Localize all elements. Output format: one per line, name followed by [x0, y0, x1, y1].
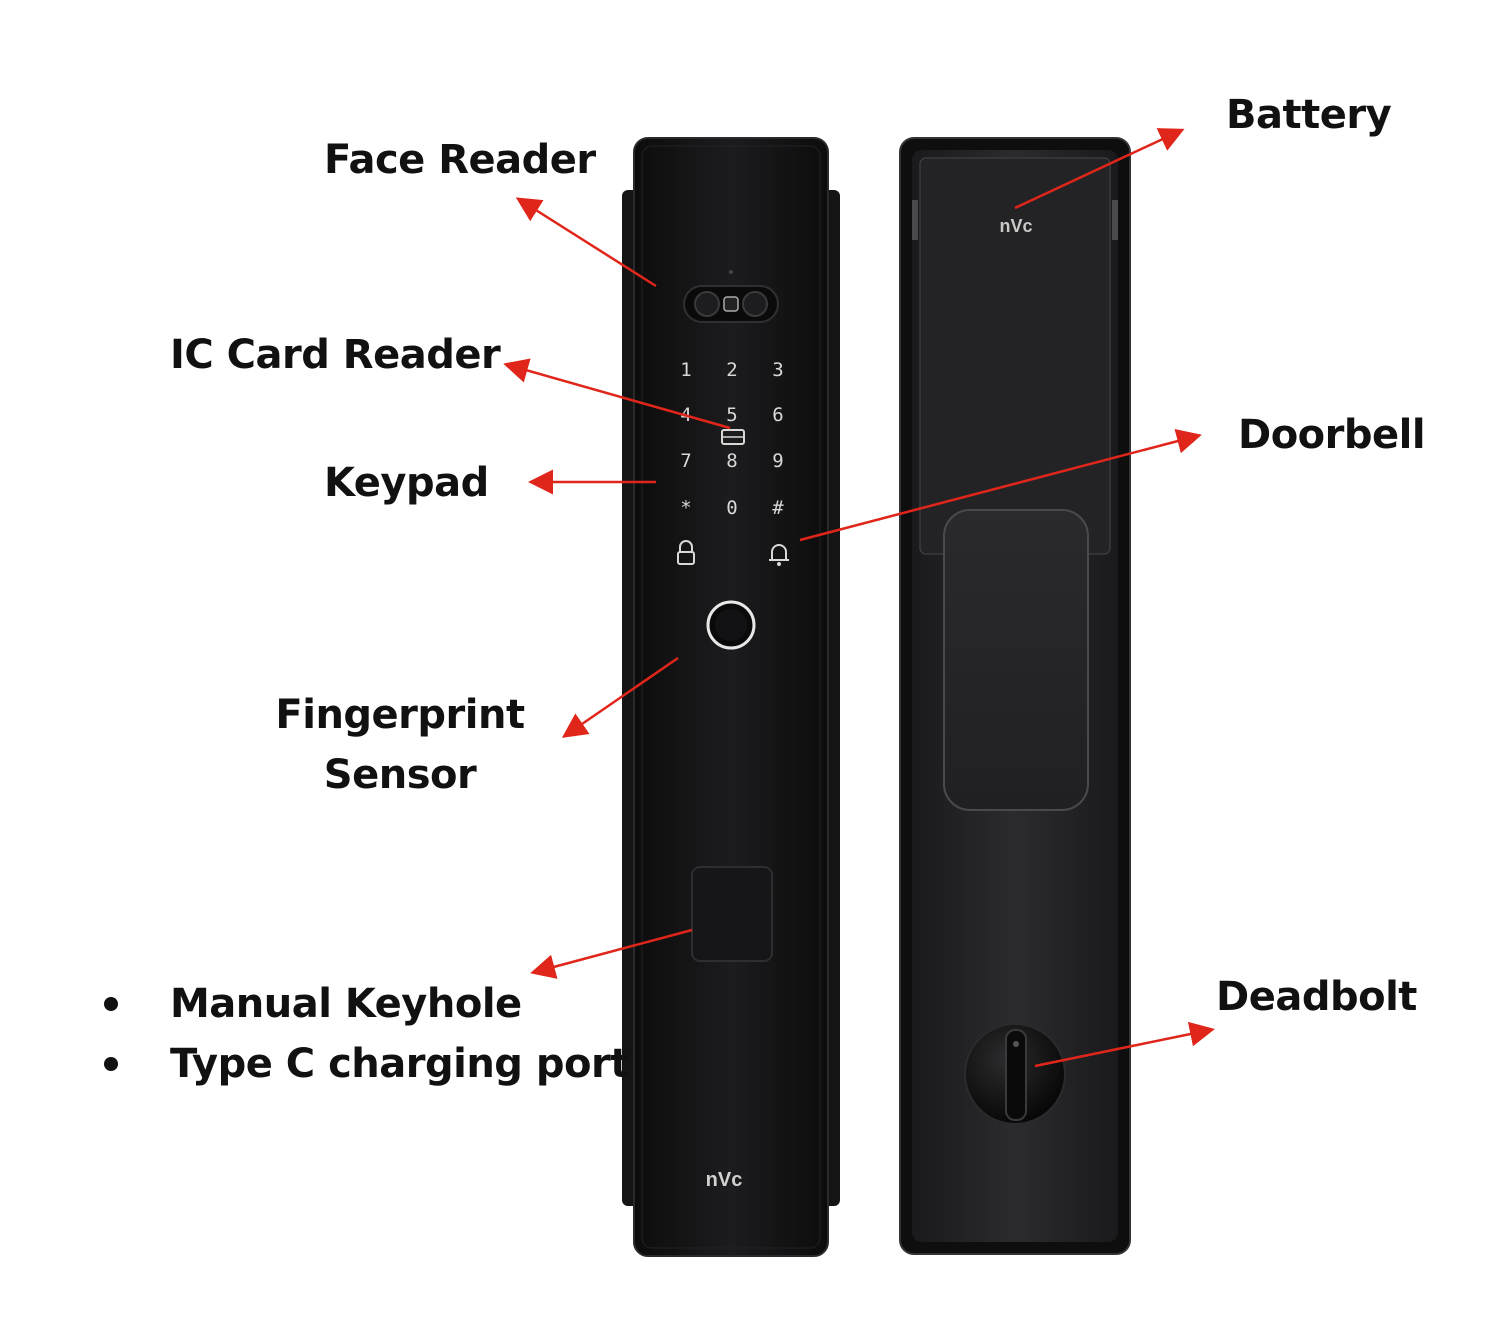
face-camera-icon	[683, 270, 779, 323]
keypad-key[interactable]: 3	[772, 359, 783, 381]
keypad-key[interactable]: 2	[726, 359, 737, 381]
keypad-key[interactable]: 7	[680, 450, 691, 472]
keypad-key[interactable]: *	[680, 497, 691, 519]
fingerprint-sensor-icon[interactable]	[706, 600, 756, 650]
bullet-dot	[104, 1057, 118, 1071]
keypad-key[interactable]: 6	[772, 404, 783, 426]
keyhole-cover[interactable]	[691, 866, 773, 962]
brand-logo-front: nVc	[706, 1169, 743, 1191]
bullet-type-c-port: Type C charging port	[100, 1042, 629, 1102]
label-face-reader: Face Reader	[324, 137, 596, 183]
bullet-text: Type C charging port	[170, 1041, 629, 1087]
arrow-battery	[1014, 128, 1185, 210]
label-battery: Battery	[1226, 92, 1392, 138]
battery-cover[interactable]	[912, 157, 1118, 555]
lock-key-icon[interactable]	[677, 540, 695, 565]
keypad-key[interactable]: 9	[772, 450, 783, 472]
arrow-deadbolt	[1034, 1021, 1215, 1068]
door-handle[interactable]	[943, 509, 1089, 811]
doorbell-icon[interactable]	[769, 544, 789, 566]
label-deadbolt: Deadbolt	[1216, 974, 1417, 1020]
arrow-face-reader	[515, 197, 657, 288]
keypad-key[interactable]: #	[772, 497, 784, 519]
deadbolt-knob[interactable]	[964, 1023, 1066, 1125]
label-doorbell: Doorbell	[1238, 412, 1426, 458]
arrow-ic-card	[503, 358, 731, 430]
keypad-key[interactable]: 8	[726, 450, 737, 472]
feature-bullet-list: Manual Keyhole Type C charging port	[100, 982, 629, 1102]
arrow-keyhole	[530, 928, 693, 979]
arrow-doorbell	[799, 428, 1202, 542]
arrow-fingerprint	[561, 656, 679, 738]
label-fingerprint-line1: Fingerprint	[275, 692, 525, 738]
bullet-dot	[104, 997, 118, 1011]
callout-arrows	[503, 128, 1215, 1068]
label-fingerprint-line2: Sensor	[323, 752, 477, 798]
keypad-key[interactable]: 1	[680, 359, 691, 381]
label-keypad: Keypad	[324, 460, 489, 506]
bullet-text: Manual Keyhole	[170, 981, 522, 1027]
bullet-manual-keyhole: Manual Keyhole	[100, 982, 629, 1042]
keypad-key[interactable]: 5	[726, 404, 737, 426]
label-ic-card-reader: IC Card Reader	[170, 332, 501, 378]
card-reader-icon	[721, 429, 745, 445]
keypad-key[interactable]: 0	[726, 497, 737, 519]
brand-logo-back: nVc	[999, 216, 1032, 236]
back-lock-panel: nVc	[899, 137, 1131, 1255]
